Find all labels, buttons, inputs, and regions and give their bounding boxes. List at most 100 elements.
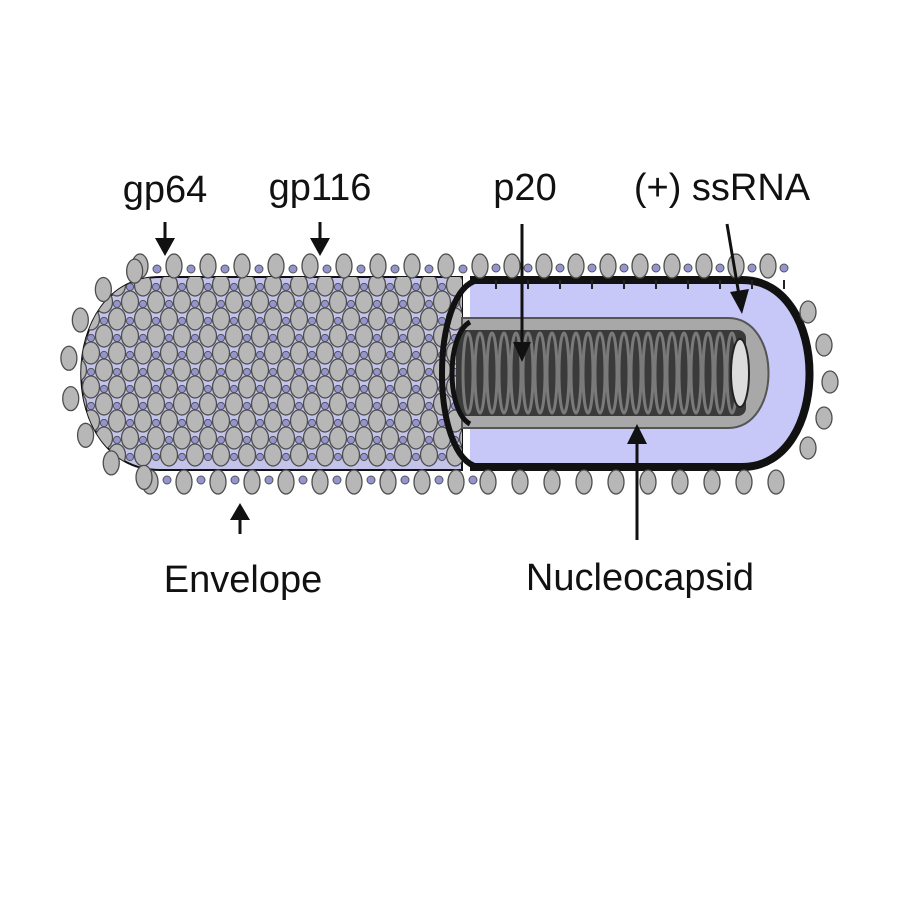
small-protein: [294, 401, 304, 411]
helix-turn: [701, 331, 715, 415]
glycoprotein: [263, 443, 283, 467]
small-protein: [619, 263, 629, 273]
small-protein: [216, 435, 226, 445]
glycoprotein: [276, 358, 296, 382]
small-protein: [164, 299, 174, 309]
small-protein: [434, 475, 444, 485]
small-protein: [555, 263, 565, 273]
small-protein: [366, 475, 376, 485]
small-protein: [86, 333, 96, 343]
glycoprotein: [695, 253, 713, 279]
glycoprotein: [341, 341, 361, 365]
small-protein: [229, 384, 239, 394]
glycoprotein: [199, 253, 217, 279]
glycoprotein: [198, 392, 218, 416]
glycoprotein: [57, 274, 74, 296]
small-protein: [177, 452, 187, 462]
glycoprotein: [380, 324, 400, 348]
glycoprotein: [233, 253, 251, 279]
glycoprotein: [367, 341, 387, 365]
glycoprotein: [211, 443, 231, 467]
small-protein: [203, 282, 213, 292]
small-protein: [255, 316, 265, 326]
glycoprotein: [567, 253, 585, 279]
glycoprotein: [315, 375, 335, 399]
glycoprotein: [185, 277, 205, 297]
glycoprotein: [250, 358, 270, 382]
glycoprotein: [335, 253, 353, 279]
small-protein: [411, 452, 421, 462]
glycoprotein: [341, 409, 361, 433]
glycoprotein: [237, 307, 257, 331]
glycoprotein: [276, 324, 296, 348]
small-protein: [164, 401, 174, 411]
small-protein: [359, 384, 369, 394]
small-protein: [320, 333, 330, 343]
glycoprotein: [369, 253, 387, 279]
pointer-p20: [513, 224, 531, 362]
glycoprotein: [133, 341, 153, 365]
glycoprotein: [328, 290, 348, 314]
glycoprotein: [511, 469, 529, 495]
glycoprotein: [175, 469, 193, 495]
glycoprotein: [631, 253, 649, 279]
small-protein: [411, 418, 421, 428]
small-protein: [398, 401, 408, 411]
glycoprotein: [94, 276, 113, 303]
glycoprotein: [102, 450, 120, 476]
glycoprotein: [263, 341, 283, 365]
small-protein: [458, 264, 468, 274]
glycoprotein: [380, 392, 400, 416]
small-protein: [320, 367, 330, 377]
glycoprotein: [263, 375, 283, 399]
small-protein: [281, 350, 291, 360]
small-protein: [242, 299, 252, 309]
glycoprotein: [146, 290, 166, 314]
glycoprotein: [393, 277, 413, 297]
small-protein: [203, 418, 213, 428]
small-protein: [400, 475, 410, 485]
small-protein: [298, 475, 308, 485]
glycoprotein: [211, 341, 231, 365]
small-protein: [346, 435, 356, 445]
helix-turn: [533, 331, 547, 415]
small-protein: [747, 263, 757, 273]
small-protein: [411, 350, 421, 360]
small-protein: [424, 264, 434, 274]
glycoprotein: [159, 375, 179, 399]
glycoprotein: [243, 469, 261, 495]
glycoprotein: [419, 307, 439, 331]
small-protein: [151, 350, 161, 360]
small-protein: [307, 282, 317, 292]
small-protein: [229, 418, 239, 428]
glycoprotein: [165, 253, 183, 279]
cut-edge-rim: [439, 277, 480, 470]
small-protein: [216, 299, 226, 309]
label-gp64: gp64: [123, 169, 208, 211]
small-protein: [99, 384, 109, 394]
small-protein: [177, 282, 187, 292]
small-protein: [333, 316, 343, 326]
glycoprotein: [367, 277, 387, 297]
glycoprotein: [354, 392, 374, 416]
glycoprotein: [198, 290, 218, 314]
small-protein: [307, 316, 317, 326]
pointer-nucleocapsid: [627, 424, 647, 540]
small-protein: [99, 316, 109, 326]
small-protein: [320, 435, 330, 445]
small-protein: [196, 475, 206, 485]
small-protein: [359, 282, 369, 292]
small-protein: [372, 299, 382, 309]
small-protein: [138, 299, 148, 309]
small-protein: [229, 452, 239, 462]
small-protein: [281, 418, 291, 428]
nucleocapsid-core: [456, 330, 746, 416]
label-p20: p20: [493, 167, 556, 209]
glycoprotein: [94, 392, 114, 416]
glycoprotein: [146, 324, 166, 348]
small-protein: [112, 367, 122, 377]
small-protein: [230, 475, 240, 485]
small-protein: [152, 264, 162, 274]
small-protein: [424, 299, 434, 309]
